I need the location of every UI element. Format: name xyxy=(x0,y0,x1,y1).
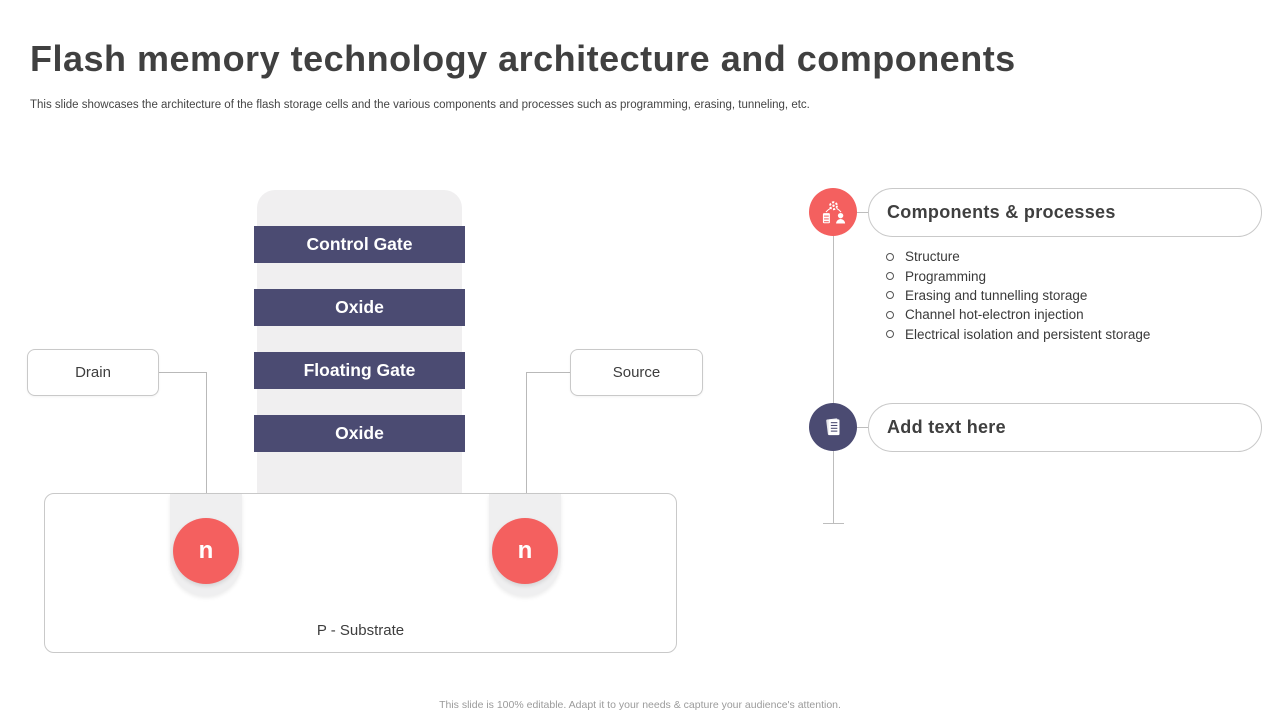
process-management-icon xyxy=(809,188,857,236)
layer-control-gate[interactable]: Control Gate xyxy=(254,226,465,263)
panel-spine-end-tick xyxy=(823,523,844,524)
page-title: Flash memory technology architecture and… xyxy=(30,38,1016,79)
drain-connector-vertical xyxy=(206,372,207,493)
source-connector-vertical xyxy=(526,372,527,493)
panel-item-title-components[interactable]: Components & processes xyxy=(868,188,1262,237)
layer-floating-gate[interactable]: Floating Gate xyxy=(254,352,465,389)
n-region-left[interactable]: n xyxy=(173,518,239,584)
source-label-box[interactable]: Source xyxy=(570,349,703,396)
drain-label-box[interactable]: Drain xyxy=(27,349,159,396)
list-item[interactable]: Structure xyxy=(886,247,1150,266)
document-icon xyxy=(809,403,857,451)
pill-connector-1 xyxy=(856,212,868,213)
substrate-box[interactable] xyxy=(44,493,677,653)
pill-connector-2 xyxy=(856,427,868,428)
substrate-label: P - Substrate xyxy=(316,622,405,639)
layer-oxide-top[interactable]: Oxide xyxy=(254,289,465,326)
list-item[interactable]: Electrical isolation and persistent stor… xyxy=(886,325,1150,344)
drain-connector-horizontal xyxy=(159,372,207,373)
panel-spine-line xyxy=(833,212,834,523)
panel-item-title-add-text[interactable]: Add text here xyxy=(868,403,1262,452)
n-region-right[interactable]: n xyxy=(492,518,558,584)
slide-footer: This slide is 100% editable. Adapt it to… xyxy=(439,699,841,711)
source-connector-horizontal xyxy=(526,372,570,373)
list-item[interactable]: Channel hot-electron injection xyxy=(886,305,1150,324)
list-item[interactable]: Programming xyxy=(886,266,1150,285)
components-bullet-list: Structure Programming Erasing and tunnel… xyxy=(886,247,1150,344)
layer-oxide-bottom[interactable]: Oxide xyxy=(254,415,465,452)
slide-subtitle: This slide showcases the architecture of… xyxy=(30,99,810,111)
list-item[interactable]: Erasing and tunnelling storage xyxy=(886,286,1150,305)
